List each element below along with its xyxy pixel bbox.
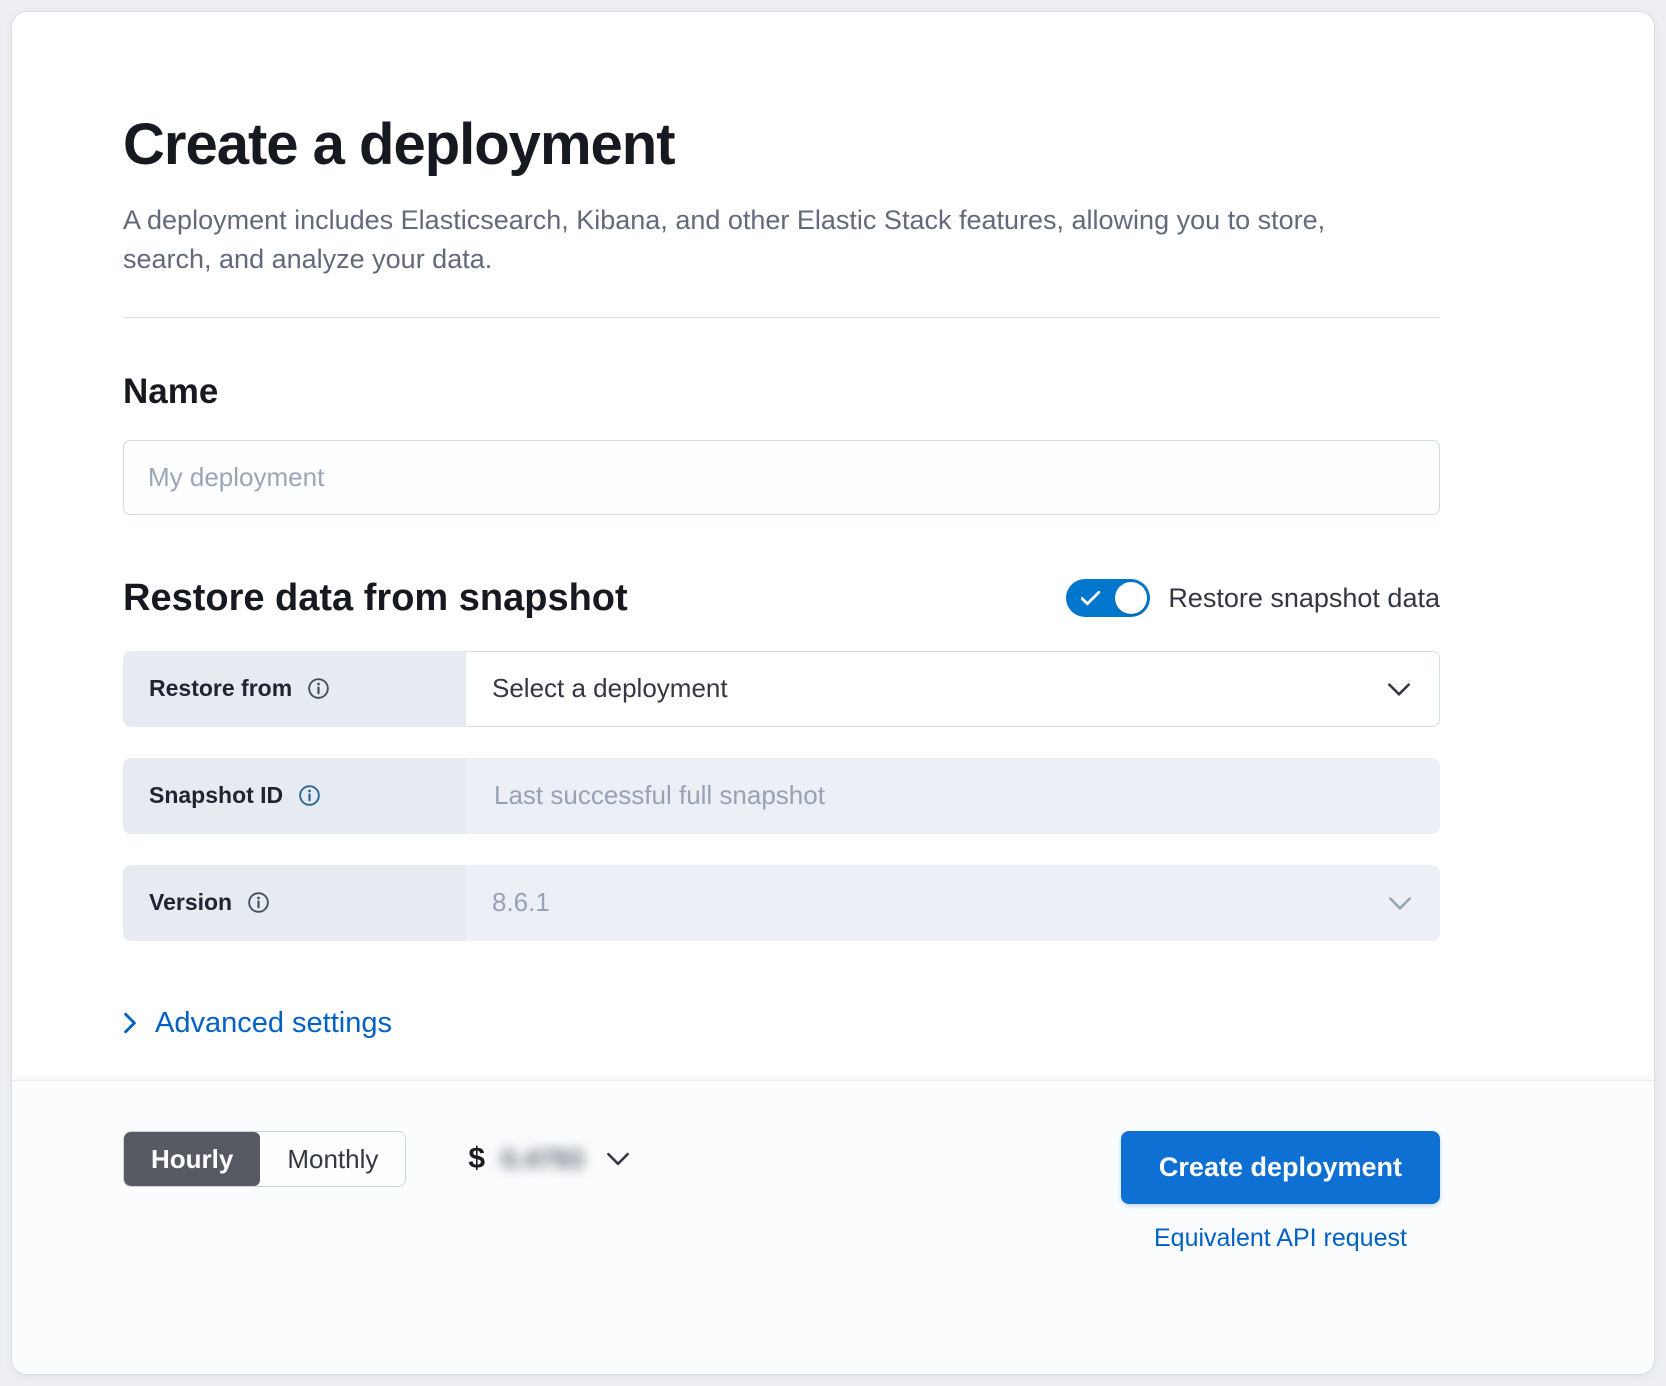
footer-bar: Hourly Monthly $ 0.4793 Create deploymen… xyxy=(12,1080,1654,1374)
deployment-name-input[interactable] xyxy=(123,439,1440,515)
restore-toggle-label: Restore snapshot data xyxy=(1168,582,1440,613)
name-section-heading: Name xyxy=(123,371,219,411)
version-label: Version xyxy=(149,889,233,916)
price-value-blurred: 0.4793 xyxy=(501,1143,584,1174)
price-currency: $ xyxy=(468,1142,486,1175)
billing-interval-toggle: Hourly Monthly xyxy=(123,1131,407,1187)
page-title: Create a deployment xyxy=(123,112,676,177)
snapshot-id-field xyxy=(466,757,1440,834)
restore-snapshot-toggle[interactable] xyxy=(1066,579,1151,618)
version-row: Version 8.6.1 xyxy=(123,864,1440,941)
version-select: 8.6.1 xyxy=(466,864,1440,941)
chevron-down-icon xyxy=(1388,887,1412,918)
advanced-settings-label: Advanced settings xyxy=(155,1006,392,1039)
snapshot-id-label-cell: Snapshot ID xyxy=(123,757,466,834)
billing-option-hourly[interactable]: Hourly xyxy=(124,1132,261,1186)
create-deployment-card: Create a deployment A deployment include… xyxy=(11,11,1655,1375)
divider xyxy=(123,316,1440,318)
restore-section-header: Restore data from snapshot Restore snaps… xyxy=(123,577,1440,620)
version-select-value: 8.6.1 xyxy=(492,887,550,918)
snapshot-id-row: Snapshot ID xyxy=(123,757,1440,834)
restore-from-label-cell: Restore from xyxy=(123,650,466,727)
info-icon[interactable] xyxy=(247,891,270,914)
restore-section-heading: Restore data from snapshot xyxy=(123,576,628,619)
restore-from-row: Restore from Select a deployment xyxy=(123,650,1440,727)
info-icon[interactable] xyxy=(307,677,330,700)
chevron-down-icon xyxy=(1387,673,1411,704)
create-deployment-button[interactable]: Create deployment xyxy=(1120,1131,1440,1204)
chevron-right-icon xyxy=(123,1012,137,1034)
restore-from-select[interactable]: Select a deployment xyxy=(466,650,1440,727)
restore-from-select-value: Select a deployment xyxy=(492,673,728,704)
price-dropdown[interactable]: $ 0.4793 xyxy=(468,1131,629,1187)
info-icon[interactable] xyxy=(298,784,321,807)
checkmark-icon xyxy=(1080,591,1101,611)
chevron-down-icon xyxy=(606,1152,630,1167)
main-content: Create a deployment A deployment include… xyxy=(12,12,1654,1080)
billing-option-monthly[interactable]: Monthly xyxy=(260,1132,406,1186)
footer-actions: Create deployment Equivalent API request xyxy=(1120,1131,1440,1253)
restore-from-label: Restore from xyxy=(149,675,293,702)
page-subtitle: A deployment includes Elasticsearch, Kib… xyxy=(123,204,1326,274)
snapshot-id-input xyxy=(492,757,1370,834)
toggle-knob xyxy=(1115,582,1148,615)
snapshot-id-label: Snapshot ID xyxy=(149,782,284,809)
advanced-settings-link[interactable]: Advanced settings xyxy=(123,1007,392,1040)
restore-toggle-group: Restore snapshot data xyxy=(1066,579,1440,618)
version-label-cell: Version xyxy=(123,864,466,941)
equivalent-api-request-link[interactable]: Equivalent API request xyxy=(1153,1224,1407,1252)
